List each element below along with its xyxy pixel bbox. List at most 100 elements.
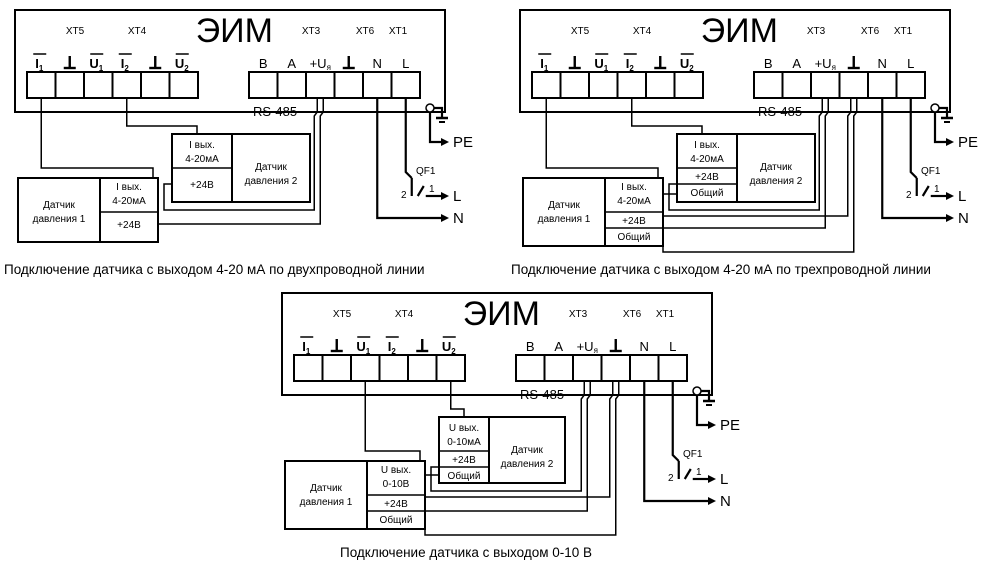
terminal-cell xyxy=(407,354,438,382)
output-l: L xyxy=(720,471,728,488)
ground-wire xyxy=(434,106,444,118)
sensor1-name: Датчик xyxy=(43,200,75,211)
terminal-cell xyxy=(54,71,85,99)
sensor2-out: I вых. xyxy=(694,140,720,151)
arrow-pe xyxy=(946,138,954,146)
terminal-label: I1 xyxy=(302,339,311,356)
terminal-label: U1 xyxy=(356,339,370,356)
arrow-l xyxy=(708,475,716,483)
terminal-cell xyxy=(559,71,590,99)
breaker-pin: 1 xyxy=(696,467,702,478)
terminal-cell xyxy=(810,71,841,99)
wire-l-in xyxy=(909,98,918,179)
terminal-cell xyxy=(657,354,688,382)
sensor1-supply: +24В xyxy=(117,220,141,231)
sensor1-name: давления 1 xyxy=(300,497,353,508)
terminal-cell xyxy=(83,71,114,99)
terminal-label: U2 xyxy=(442,339,456,356)
sensor1-name: давления 1 xyxy=(538,214,591,225)
breaker-pin: 2 xyxy=(401,190,407,201)
caption-voltage: Подключение датчика с выходом 0-10 В xyxy=(340,545,593,560)
sensor1-name: давления 1 xyxy=(33,214,86,225)
output-pe: PE xyxy=(453,134,473,151)
block-label: XT6 xyxy=(623,309,642,320)
sensor2-name: давления 2 xyxy=(750,176,803,187)
sensor1-box xyxy=(17,177,159,243)
sensor1-out: I вых. xyxy=(621,182,647,193)
sensor1-supply: +24В xyxy=(622,216,646,227)
terminal-cell xyxy=(168,71,199,99)
terminal-cell xyxy=(895,71,926,99)
arrow-pe xyxy=(441,138,449,146)
sensor1-out: I вых. xyxy=(116,182,142,193)
terminal-cell xyxy=(781,71,812,99)
arrow-n xyxy=(708,497,716,505)
block-label: XT4 xyxy=(395,309,414,320)
sensor2-out: 0-10мА xyxy=(447,437,481,448)
wire-signal-2 xyxy=(450,381,465,417)
terminal-cell xyxy=(248,71,279,99)
terminal-label: L xyxy=(907,56,914,71)
terminal-cell xyxy=(111,71,142,99)
block-label: XT6 xyxy=(861,26,880,37)
wire-supply-2 xyxy=(668,98,823,211)
terminal-cell xyxy=(26,71,57,99)
wire-supply-2 xyxy=(163,98,318,211)
sensor1-out: 4-20мА xyxy=(617,196,651,207)
wire-n xyxy=(376,98,441,220)
terminal-label: N xyxy=(878,56,887,71)
ground-wire xyxy=(939,106,949,118)
block-label: XT4 xyxy=(633,26,652,37)
sensor1-name: Датчик xyxy=(310,483,342,494)
sensor1-common: Общий xyxy=(380,514,413,526)
block-label: XT4 xyxy=(128,26,147,37)
sensor2-box xyxy=(438,416,566,484)
arrow-l xyxy=(441,192,449,200)
wire-pe xyxy=(695,395,708,427)
breaker-switch xyxy=(416,185,425,197)
output-pe: PE xyxy=(720,417,740,434)
output-n: N xyxy=(958,210,969,227)
sensor2-out: 4-20мА xyxy=(690,154,724,165)
sensor2-out: U вых. xyxy=(449,423,479,434)
terminal-label: U2 xyxy=(680,56,694,73)
block-label: XT5 xyxy=(571,26,590,37)
bus-label: RS-485 xyxy=(253,104,297,119)
sensor2-name: Датчик xyxy=(511,445,543,456)
breaker-label: QF1 xyxy=(921,166,941,177)
sensor2-name: Датчик xyxy=(760,162,792,173)
terminal-label: L xyxy=(402,56,409,71)
wire-n xyxy=(881,98,946,220)
terminal-label: U1 xyxy=(594,56,608,73)
caption-two-wire: Подключение датчика с выходом 4-20 мА по… xyxy=(4,262,425,277)
wire-l-in xyxy=(404,98,413,179)
sensor1-name: Датчик xyxy=(548,200,580,211)
wire-signal-1 xyxy=(364,381,421,461)
terminal-cell xyxy=(362,71,393,99)
wire-signal-1 xyxy=(40,98,154,178)
sensor2-out: I вых. xyxy=(189,140,215,151)
bus-label: RS-485 xyxy=(758,104,802,119)
terminal-label: A xyxy=(792,56,801,71)
sensor2-name: давления 2 xyxy=(501,459,554,470)
block-label: XT5 xyxy=(333,309,352,320)
terminal-cell xyxy=(293,354,324,382)
arrow-n xyxy=(441,214,449,222)
terminal-cell xyxy=(629,354,660,382)
terminal-cell xyxy=(378,354,409,382)
wire-supply-1 xyxy=(158,98,324,225)
sensor1-out: 0-10В xyxy=(383,479,410,490)
wire-signal-2 xyxy=(126,98,198,134)
output-l: L xyxy=(453,188,461,205)
sensor2-supply: +24В xyxy=(695,172,719,183)
breaker-pin: 1 xyxy=(934,184,940,195)
sensor2-supply: +24В xyxy=(452,455,476,466)
output-n: N xyxy=(453,210,464,227)
wire-supply-2 xyxy=(430,381,585,492)
breaker-switch xyxy=(683,468,692,480)
sensor1-out: 4-20мА xyxy=(112,196,146,207)
